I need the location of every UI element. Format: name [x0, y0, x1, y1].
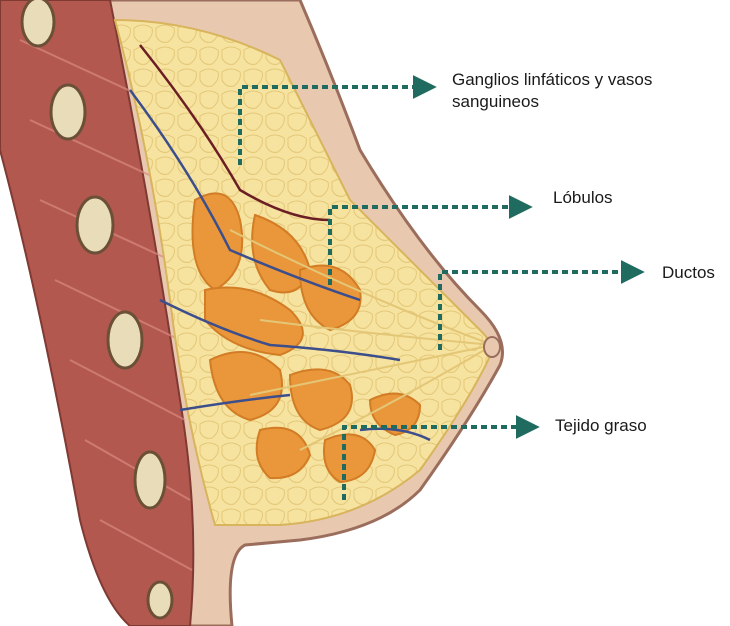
label-lymph-nodes-vessels: Ganglios linfáticos y vasos sanguineos	[452, 69, 722, 113]
nipple	[484, 337, 500, 357]
label-ducts: Ductos	[662, 262, 715, 284]
label-fatty-tissue: Tejido graso	[555, 415, 647, 437]
label-lobules: Lóbulos	[553, 187, 613, 209]
